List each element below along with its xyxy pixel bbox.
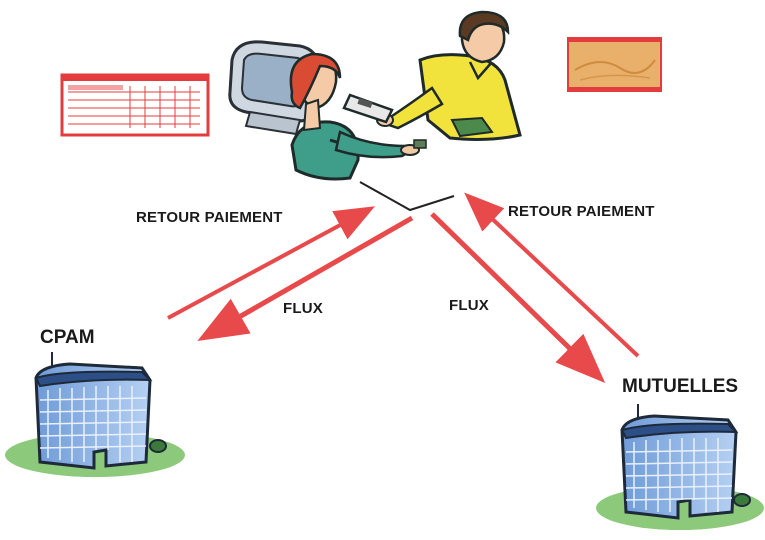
label-mutuelles: MUTUELLES [622,376,739,397]
label-flux-left: FLUX [283,300,323,317]
connector-line [359,181,455,212]
arrow-retour-paiement-right [464,192,640,358]
carte-vitale-icon [567,37,662,92]
cpam-building-icon [5,352,185,477]
label-retour-paiement-right: RETOUR PAIEMENT [508,203,655,220]
arrow-flux-left [197,215,414,341]
label-flux-right: FLUX [449,297,489,314]
patient-icon [289,52,427,181]
feuille-de-soins-icon [60,73,210,137]
arrow-flux-right [430,212,606,383]
mutuelles-building-icon [596,404,764,530]
pharmacist-icon [342,10,522,141]
label-retour-paiement-left: RETOUR PAIEMENT [136,209,283,226]
label-cpam: CPAM [40,327,95,348]
